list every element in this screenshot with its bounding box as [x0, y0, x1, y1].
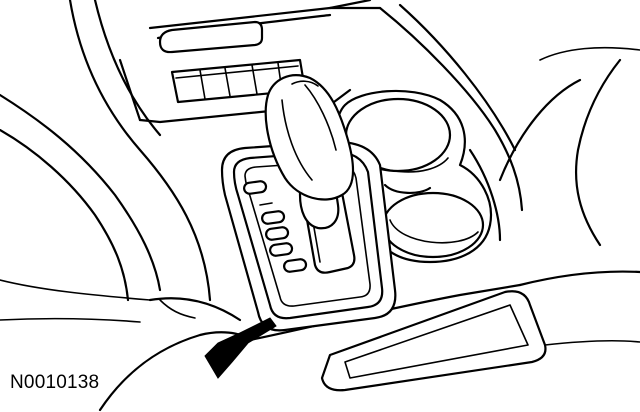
indicator-light-icon [265, 226, 290, 241]
seat-left [98, 299, 252, 412]
indicator-light-icon [283, 258, 308, 273]
figure-id-label: N0010138 [10, 372, 100, 393]
indicator-light-icon [261, 210, 286, 225]
indicator-lights [243, 180, 308, 273]
console-outline-left [0, 0, 212, 302]
indicator-light-icon [269, 242, 294, 257]
upper-right-bezel [378, 3, 524, 242]
console-outline-right [498, 46, 640, 247]
indicator-light-icon [243, 180, 268, 195]
shift-lever-icon [264, 74, 355, 230]
upper-panel [118, 0, 382, 124]
arrow-pointer-icon [204, 317, 277, 379]
console-lower [0, 270, 640, 392]
